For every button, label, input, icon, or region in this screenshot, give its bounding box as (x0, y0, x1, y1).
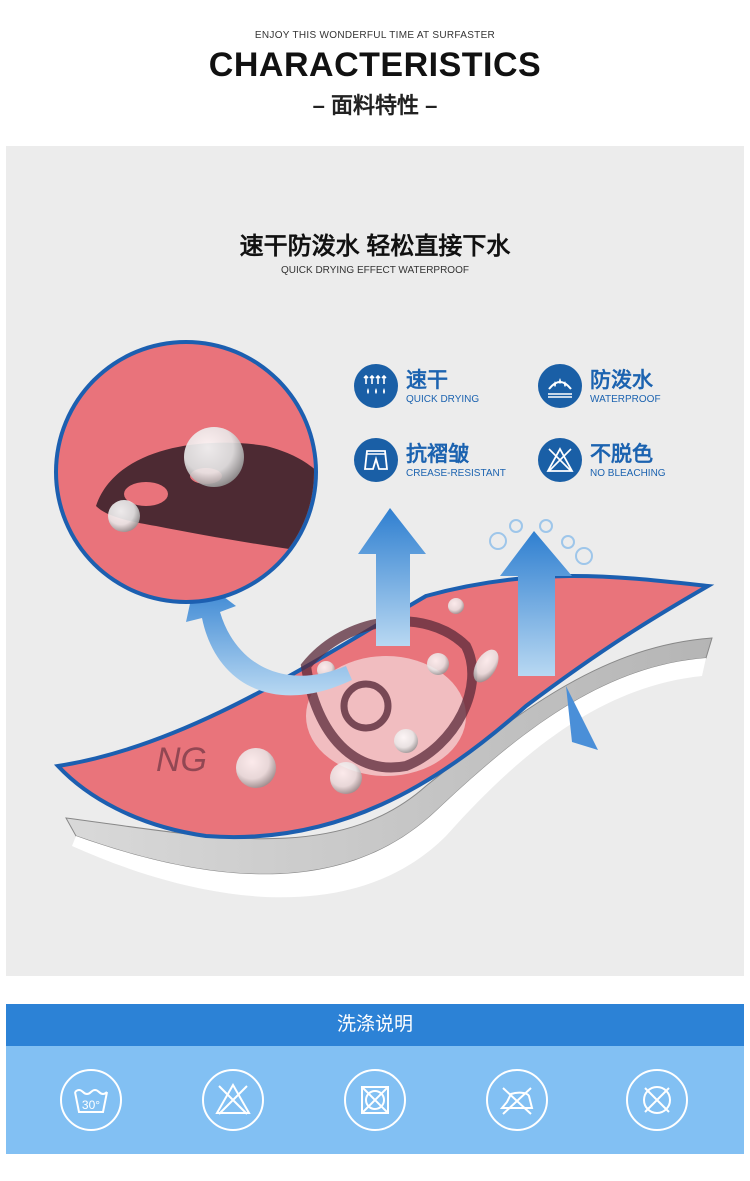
page-subtitle: – 面料特性 – (312, 93, 438, 118)
feature-label: 速干 (406, 369, 448, 392)
shorts-icon (354, 438, 398, 482)
quick-dry-icon (354, 364, 398, 408)
svg-text:NG: NG (156, 741, 207, 779)
feature-sublabel: WATERPROOF (590, 394, 661, 405)
page-title: CHARACTERISTICS (208, 46, 542, 84)
wash-instructions-title: 洗涤说明 (6, 1004, 744, 1046)
fabric-illustration: NG (53, 340, 715, 898)
waterproof-icon (538, 364, 582, 408)
feature-sublabel: CREASE-RESISTANT (406, 468, 506, 479)
no-bleach-icon (538, 438, 582, 482)
panel-headline-en: QUICK DRYING EFFECT WATERPROOF (281, 265, 469, 276)
fabric-panel: NG 速干防泼水 轻松直接下水 (6, 146, 744, 976)
tagline: ENJOY THIS WONDERFUL TIME AT SURFASTER (254, 30, 496, 41)
header: ENJOY THIS WONDERFUL TIME AT SURFASTER C… (0, 0, 750, 140)
feature-sublabel: NO BLEACHING (590, 468, 666, 479)
feature-label: 不脱色 (590, 443, 653, 466)
no-tumble-dry-icon (344, 1069, 406, 1131)
panel-headline: 速干防泼水 轻松直接下水 (239, 233, 511, 260)
feature-label: 抗褶皱 (406, 443, 469, 466)
no-dry-clean-icon (626, 1069, 688, 1131)
no-bleach-triangle-icon (202, 1069, 264, 1131)
feature-sublabel: QUICK DRYING (406, 394, 480, 405)
no-iron-icon (486, 1069, 548, 1131)
wash-icons-strip: 30° (6, 1046, 744, 1154)
feature-label: 防泼水 (590, 369, 653, 392)
wash-temp-label: 30° (82, 1098, 100, 1112)
wash-30-icon: 30° (60, 1069, 122, 1131)
